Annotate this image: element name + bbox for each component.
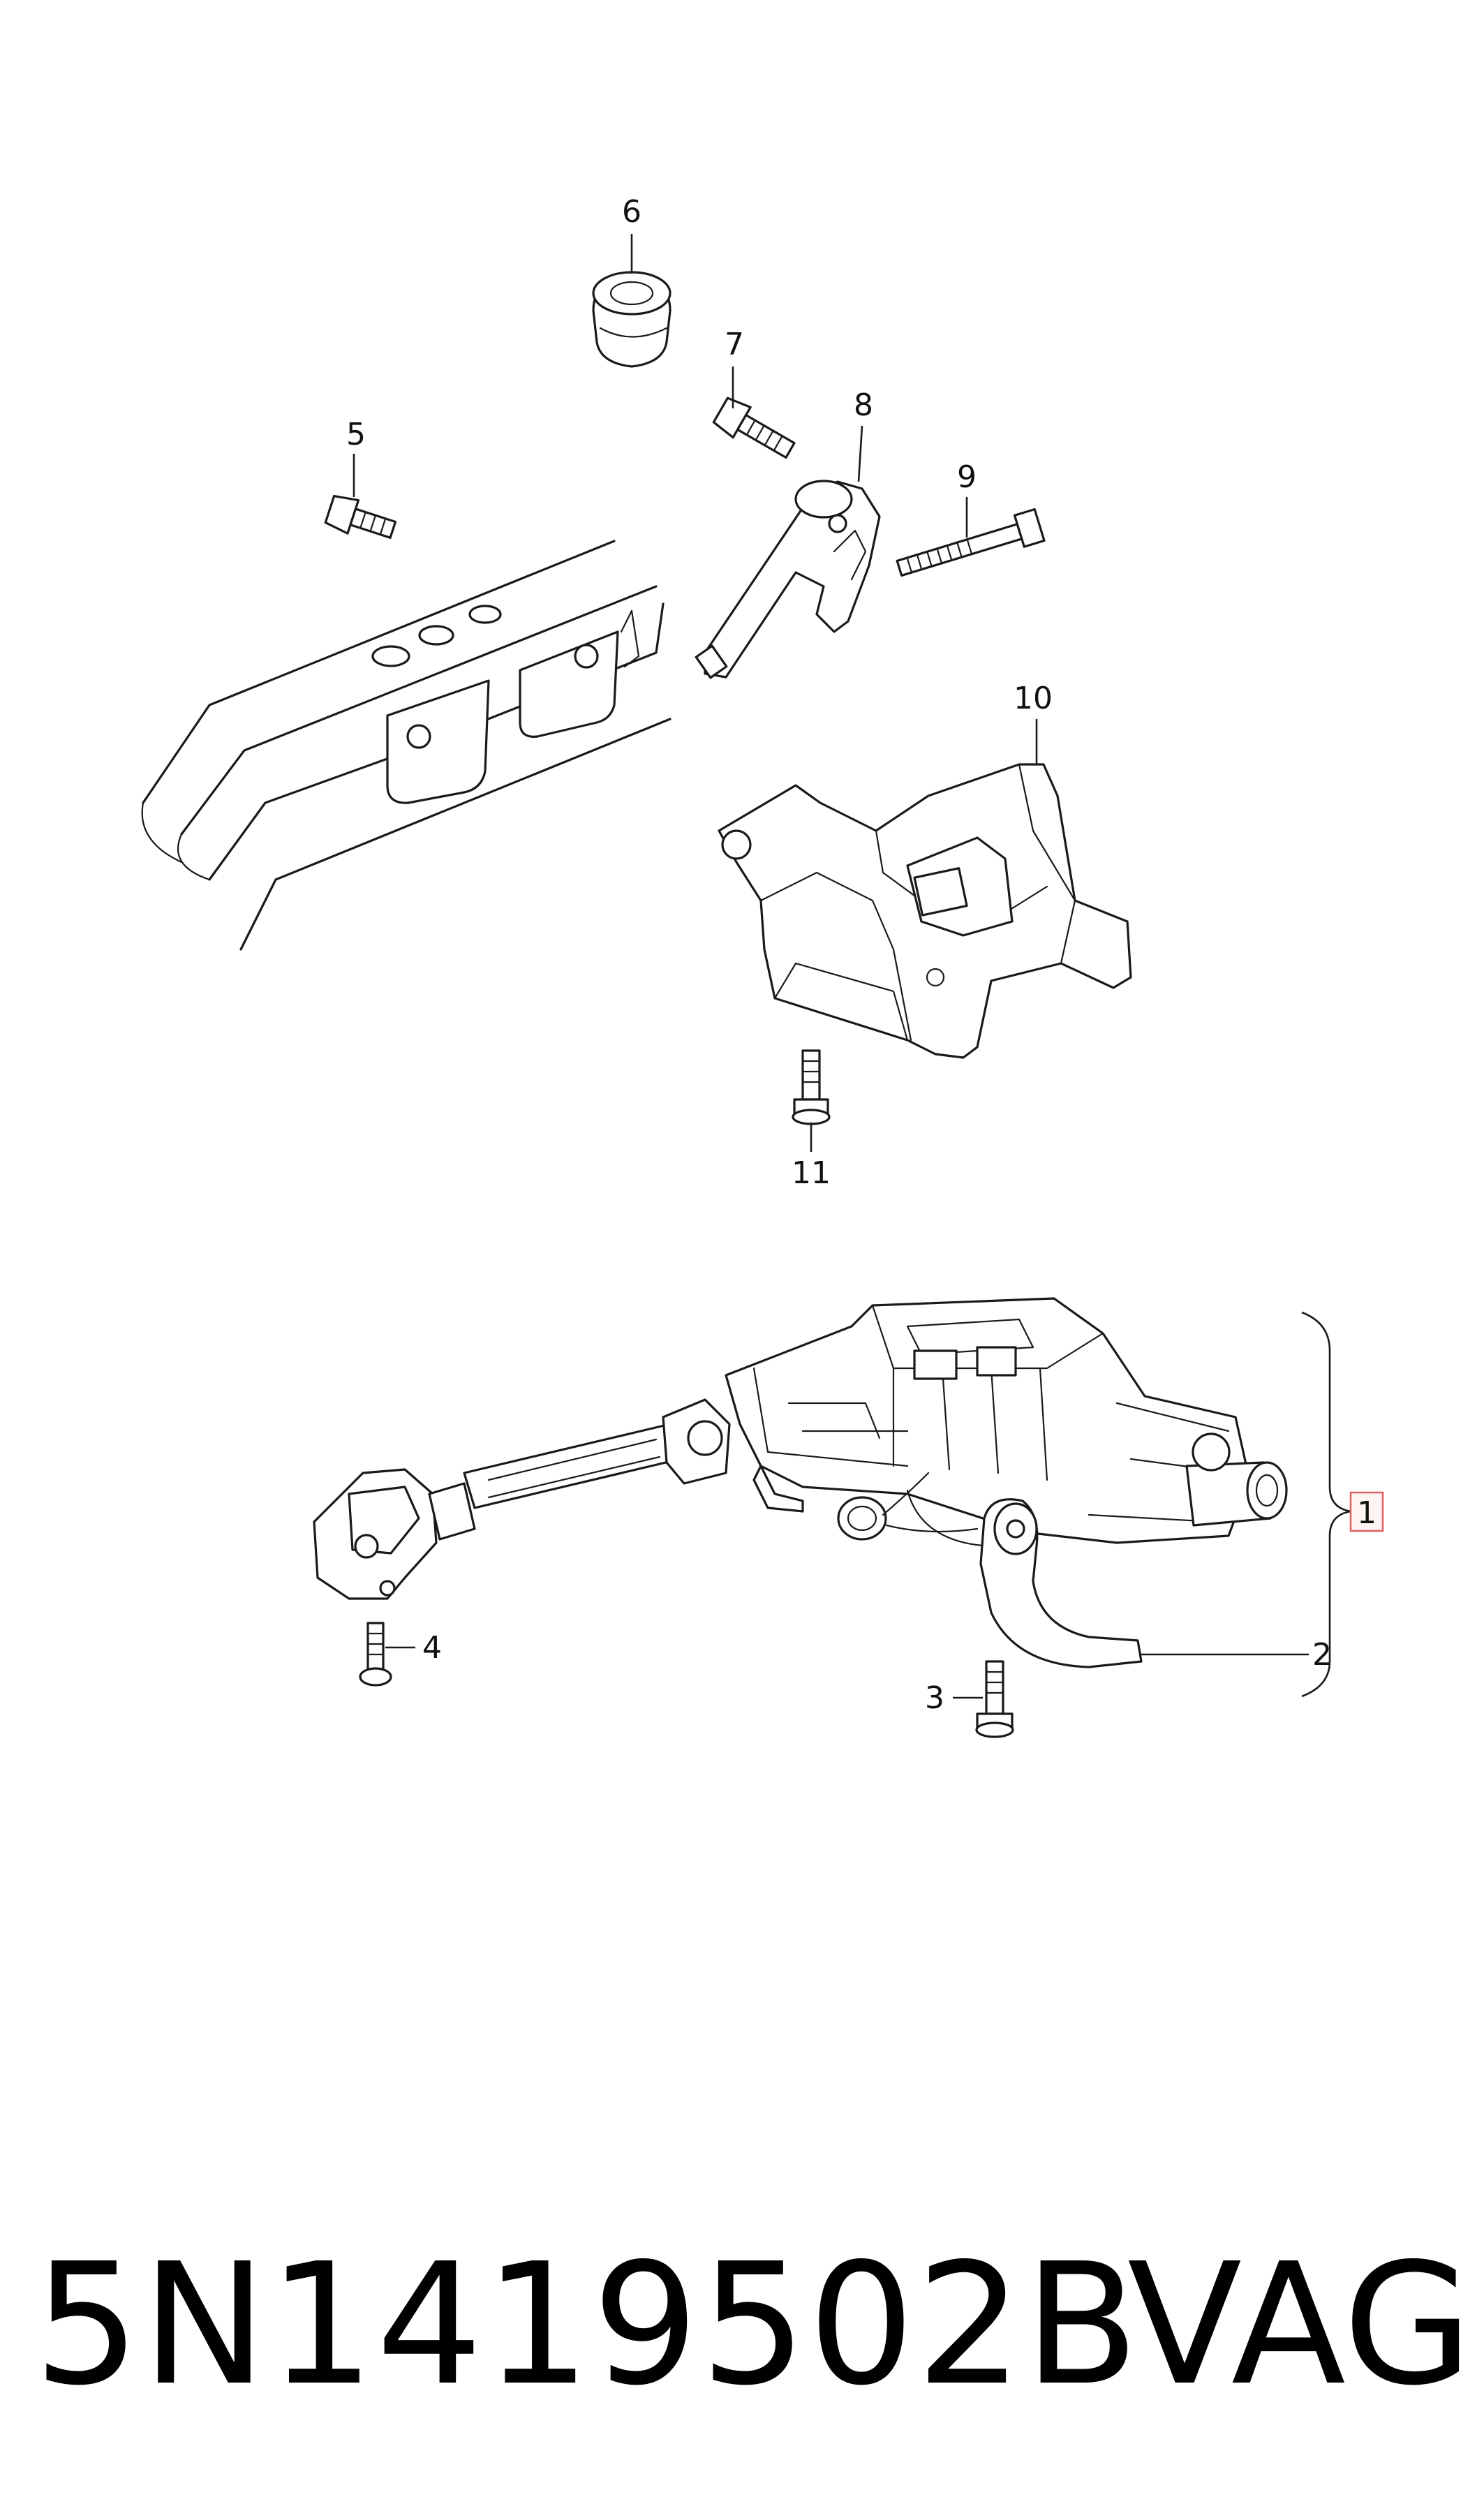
long-bolt-part-9 [896,508,1046,577]
callout-7: 7 [725,327,744,362]
callout-1-highlight-box [1349,1491,1384,1532]
steering-column-part-1 [313,1297,1288,1668]
leader-lines [353,234,1309,1699]
mounting-bracket-part-10 [718,763,1132,1059]
bolt-part-5 [324,494,397,539]
callout-5: 5 [346,417,366,452]
bolt-part-4 [359,1622,392,1687]
callout-2: 2 [1312,1637,1332,1673]
callout-8: 8 [854,387,873,423]
brand-label: VAG [1127,2227,1473,2422]
part-number-label: 5N1419502B [34,2227,1141,2422]
callout-10: 10 [1014,681,1053,716]
grommet-part-6 [592,271,671,368]
callout-1: 1 [1357,1495,1377,1531]
callout-11: 11 [792,1155,831,1191]
callout-3: 3 [925,1680,944,1716]
bolt-part-3 [975,1660,1014,1738]
callout-6: 6 [622,194,641,230]
callouts: 6 7 8 5 9 10 11 4 2 3 1 [346,194,1384,1716]
bracket-part-8 [695,480,881,679]
bolt-part-7 [712,397,796,459]
callout-4: 4 [422,1630,442,1666]
bolt-part-11 [792,1049,831,1125]
dashboard-crossmember [141,540,671,951]
callout-9: 9 [957,459,977,495]
